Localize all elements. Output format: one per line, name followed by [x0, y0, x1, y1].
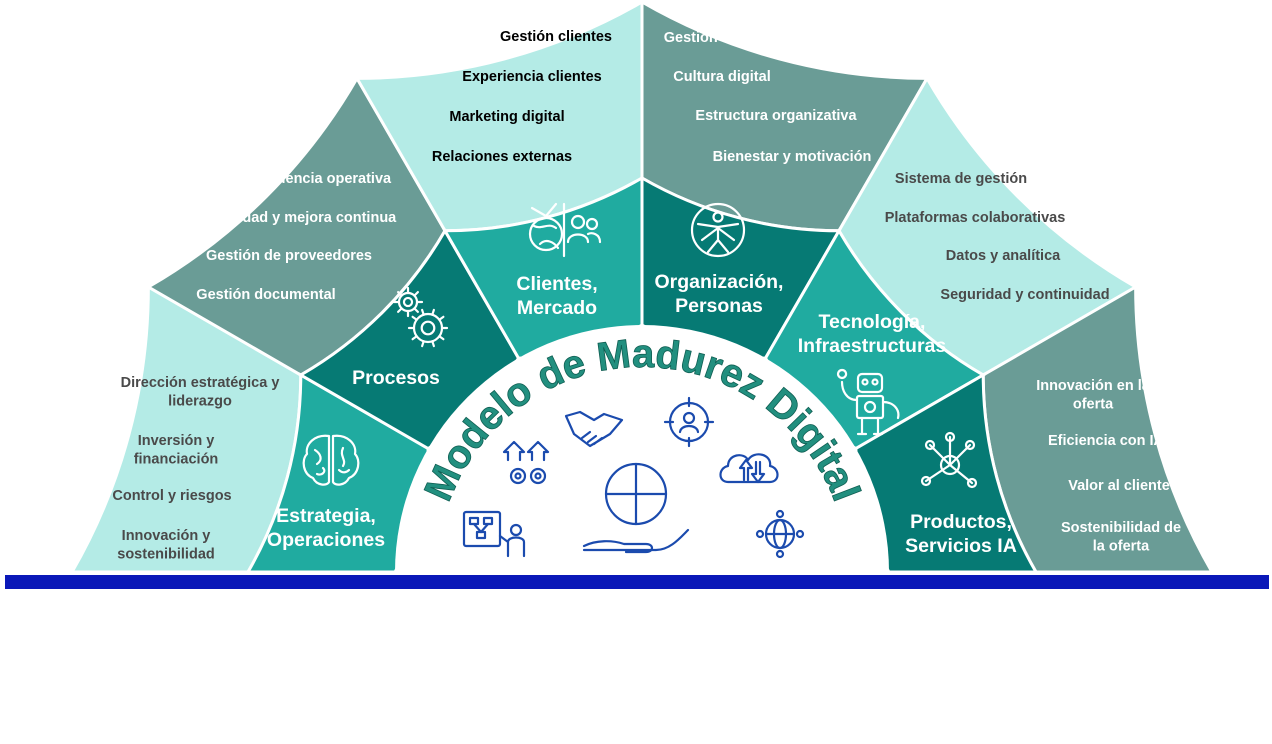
sector-6-item-3: Valor al cliente [1068, 478, 1170, 494]
sector-6-label: Productos,Servicios IA [905, 511, 1017, 557]
sector-3-label: Clientes,Mercado [516, 273, 597, 319]
brain-icon [302, 434, 360, 486]
sector-4-item-4: Bienestar y motivación [713, 149, 872, 165]
binary-globe-hand-icon [582, 462, 690, 554]
sector-1-item-3: Control y riesgos [112, 488, 231, 504]
sector-3-item-3: Marketing digital [449, 109, 564, 125]
sector-1-label: Estrategia,Operaciones [267, 505, 385, 551]
robot-icon [836, 368, 900, 436]
base-line [5, 575, 1269, 589]
sector-4-item-1: Gestión del talento [664, 30, 795, 46]
flowchart-presenter-icon [462, 510, 526, 558]
inner-ring [245, 175, 1039, 574]
vitruvian-person-icon [690, 202, 746, 258]
user-target-icon [663, 396, 715, 448]
inner-labels: Estrategia,Operaciones Procesos Clientes,M… [267, 271, 1017, 557]
sector-2-item-4: Gestión documental [196, 287, 335, 303]
globe-network-icon [755, 509, 805, 559]
gears-arrows-icon [502, 440, 550, 485]
sector-4-item-2: Cultura digital [673, 69, 770, 85]
sector-3-item-4: Relaciones externas [432, 149, 572, 165]
sector-2-item-3: Gestión de proveedores [206, 248, 372, 264]
sector-2-item-1: Eficiencia operativa [255, 171, 392, 187]
sector-5-item-1: Sistema de gestión [895, 171, 1027, 187]
network-hub-icon [920, 431, 978, 489]
sector-5-item-2: Plataformas colaborativas [885, 210, 1066, 226]
sector-2-label: Procesos [352, 367, 440, 389]
outer-ring [69, 0, 1215, 574]
sector-5-item-4: Seguridad y continuidad [940, 287, 1109, 303]
center-disc [395, 325, 889, 572]
sector-3-item-2: Experiencia clientes [462, 69, 601, 85]
sector-2-item-2: Calidad y mejora continua [216, 210, 397, 226]
sector-4-label: Organización,Personas [655, 271, 784, 317]
sector-5-label: Tecnología,Infraestructuras [798, 311, 947, 357]
sector-3-item-1: Gestión clientes [500, 29, 612, 45]
gears-icon [392, 286, 449, 348]
cloud-sync-icon [719, 453, 779, 484]
sector-5-item-3: Datos y analítica [946, 248, 1061, 264]
sector-4-item-3: Estructura organizativa [695, 108, 857, 124]
center-icons [462, 396, 805, 559]
sector-icons [302, 202, 978, 489]
sector-6-item-2: Eficiencia con IA [1048, 433, 1165, 449]
market-clients-icon [528, 202, 602, 258]
handshake-icon [564, 410, 624, 448]
